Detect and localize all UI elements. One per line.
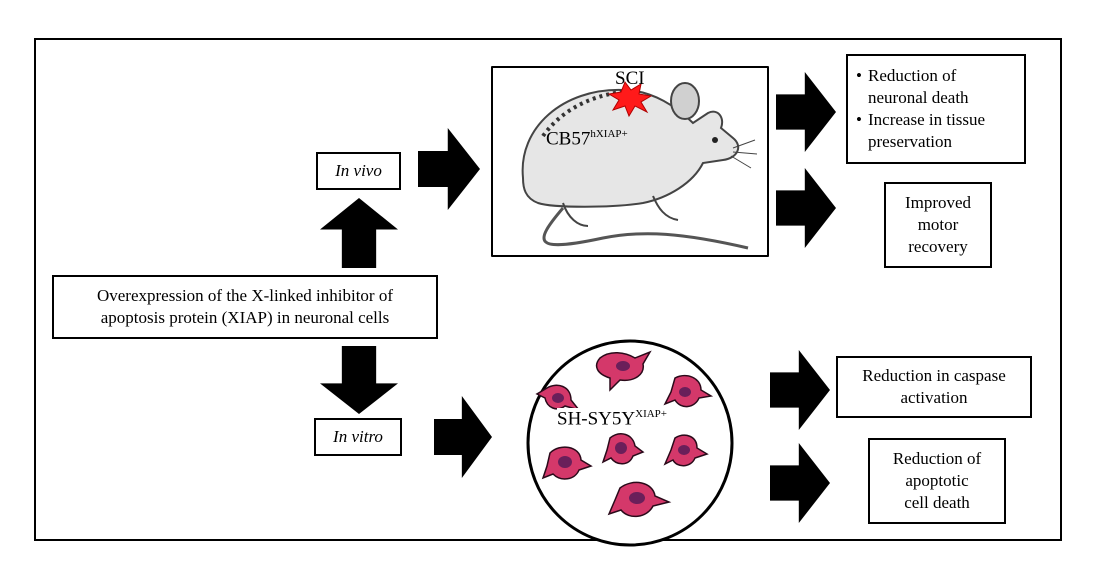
outcome-motor-line-1: Improved	[904, 192, 972, 212]
outcome-caspase-line-2: activation	[900, 388, 968, 407]
outcome-apoptotic-line-2: apoptotic	[905, 470, 969, 490]
cell-culture-dish	[526, 339, 734, 547]
outcome-neuronal-death: Reduction of neuronal death Increase in …	[846, 54, 1026, 164]
outcome-motor-line-2: motor	[917, 214, 959, 234]
outcome-bullet-1: Reduction of neuronal death	[856, 65, 1018, 109]
arrow-right-vitro	[434, 396, 492, 478]
mouse-illustration	[521, 80, 758, 250]
cell-line-label: SH-SY5YXIAP+	[557, 408, 667, 431]
outcome-bullets: Reduction of neuronal death Increase in …	[854, 65, 1018, 153]
arrow-right-outcome-3	[770, 350, 830, 430]
mouse-strain-base: CB57	[546, 128, 591, 150]
in-vitro-box: In vitro	[314, 418, 402, 456]
in-vivo-box: In vivo	[316, 152, 401, 190]
arrow-right-vivo	[418, 128, 480, 210]
mouse-strain-sup: hXIAP+	[590, 128, 628, 140]
in-vivo-label: In vivo	[335, 160, 382, 180]
sci-label: SCI	[615, 68, 645, 90]
outcome-caspase: Reduction in caspase activation	[836, 356, 1032, 418]
sci-label-text: SCI	[615, 68, 645, 89]
central-box: Overexpression of the X-linked inhibitor…	[52, 275, 438, 339]
central-line-1: Overexpression of the X-linked inhibitor…	[96, 285, 393, 305]
arrow-right-outcome-2	[776, 168, 836, 248]
outcome-motor-line-3: recovery	[908, 237, 968, 257]
arrow-up	[320, 198, 398, 268]
outcome-apoptotic-line-3: cell death	[904, 493, 970, 513]
cell-line-base: SH-SY5Y	[557, 408, 636, 430]
mouse-strain-label: CB57hXIAP+	[546, 128, 628, 150]
arrow-right-outcome-4	[770, 443, 830, 523]
outcome-apoptotic-line-1: Reduction of	[892, 448, 982, 468]
diagram-frame	[34, 38, 1062, 541]
outcome-apoptotic-death: Reduction of apoptotic cell death	[868, 438, 1006, 524]
outcome-caspase-line-1: Reduction in caspase	[862, 365, 1006, 385]
arrow-right-outcome-1	[776, 72, 836, 152]
in-vitro-label: In vitro	[333, 426, 383, 446]
arrow-down	[320, 346, 398, 414]
cell-line-sup: XIAP+	[635, 408, 667, 420]
central-line-2: apoptosis protein (XIAP) in neuronal cel…	[100, 308, 390, 327]
outcome-bullet-2: Increase in tissue preservation	[856, 109, 1018, 153]
outcome-motor-recovery: Improved motor recovery	[884, 182, 992, 268]
